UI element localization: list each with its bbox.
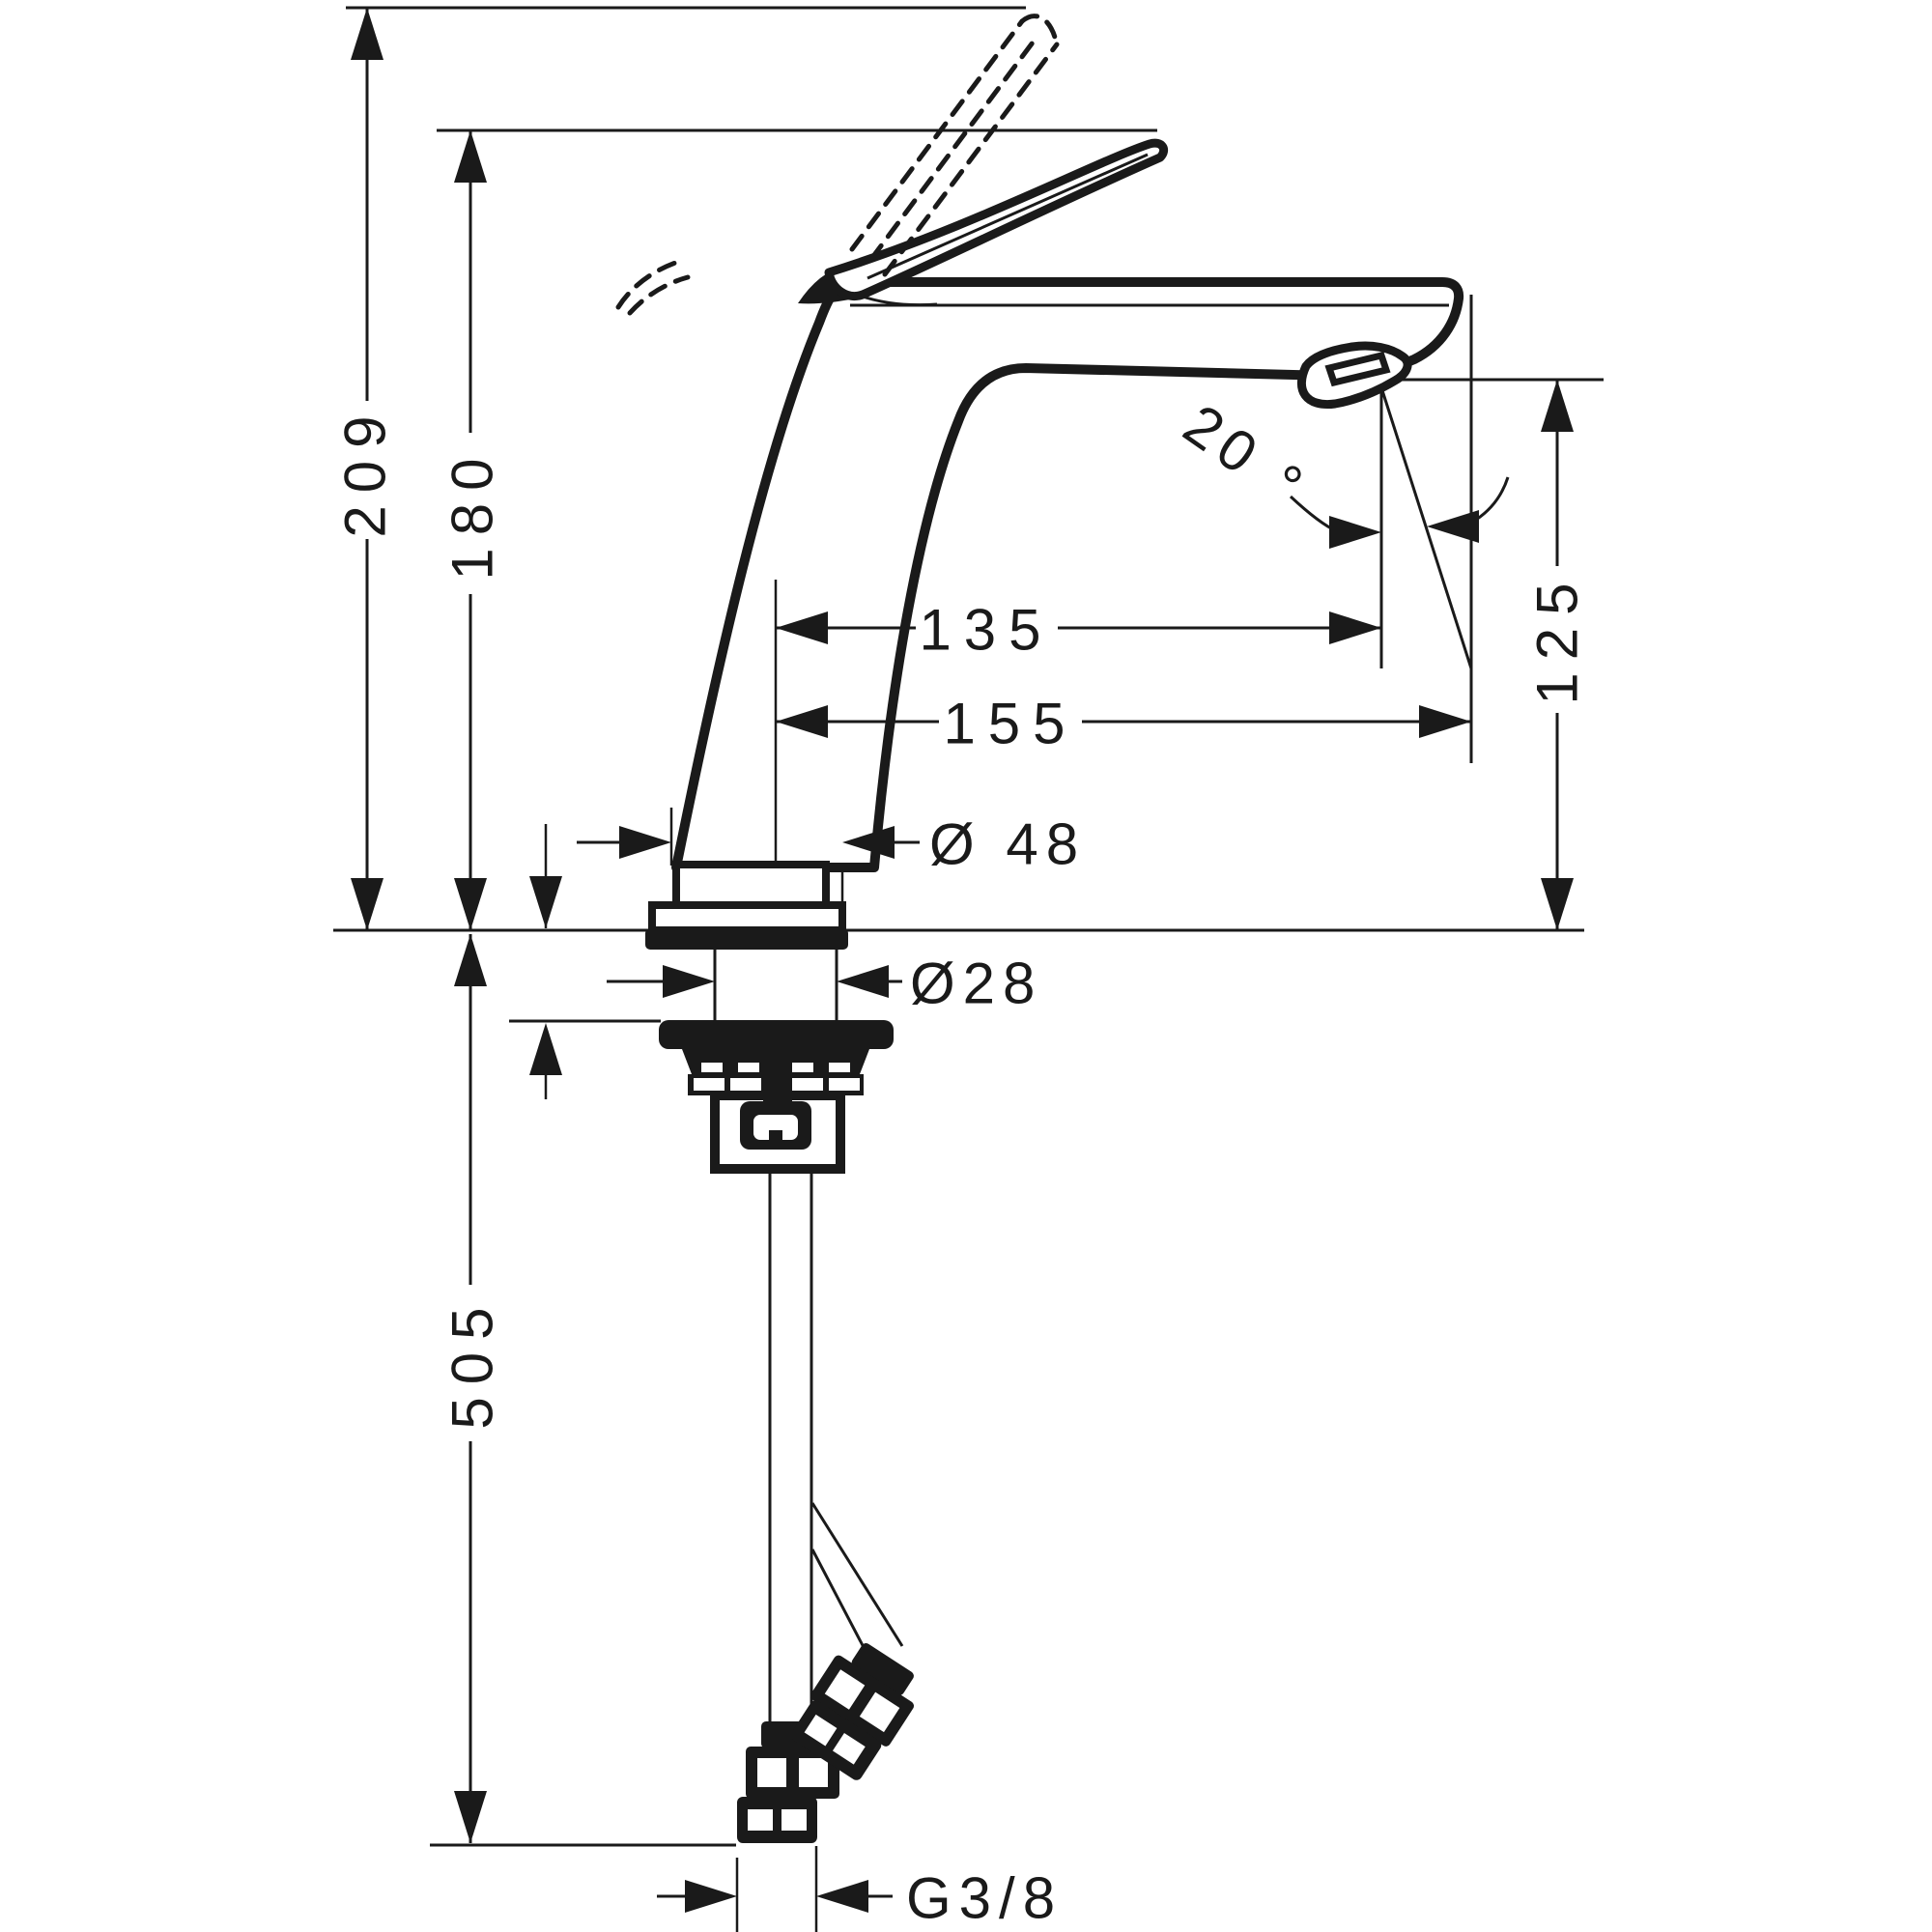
lock-washer	[682, 1049, 869, 1074]
connector-cap	[737, 1797, 817, 1843]
dimension-spout-height: 180	[440, 130, 505, 930]
arrowhead-up	[351, 8, 384, 60]
arrowhead-down	[529, 876, 562, 928]
mounting-nut	[659, 1020, 894, 1049]
arrowhead-down	[1541, 878, 1574, 930]
arrowhead-right	[1329, 611, 1381, 644]
arrowhead-left	[837, 965, 889, 998]
arrowhead-down	[351, 878, 384, 930]
connector-window	[824, 1669, 866, 1710]
dim-label-d48: Ø 48	[929, 812, 1086, 877]
arrowhead-left	[1427, 510, 1479, 543]
thread-mark	[792, 1078, 823, 1091]
dimension-hose-length: 505	[440, 934, 505, 1843]
clamp-window	[753, 1115, 798, 1140]
raised-handle-inner	[868, 36, 1038, 262]
thread-mark	[829, 1078, 860, 1091]
arrowhead-up	[1541, 380, 1574, 432]
faucet-handle	[798, 138, 1168, 307]
arrowhead-down	[454, 878, 487, 930]
base-collar	[672, 861, 830, 909]
dimension-base-diameter: Ø 48	[577, 812, 1086, 877]
base-seal-band	[645, 928, 848, 950]
dim-label-209: 209	[333, 403, 398, 537]
arrowhead-up	[529, 1023, 562, 1075]
raised-handle-rear	[627, 274, 691, 316]
thread-mark	[694, 1078, 724, 1091]
arrowhead-left	[842, 826, 895, 859]
washer-notch	[738, 1063, 759, 1072]
arrowhead-right	[685, 1880, 737, 1913]
dimension-outlet-height: 125	[1525, 380, 1590, 930]
mounting-base	[645, 861, 894, 1174]
angle-leader	[1475, 476, 1510, 522]
dimension-outlet-reach: 135	[776, 598, 1381, 663]
arrowhead-right	[663, 965, 715, 998]
dim-label-135: 135	[919, 598, 1053, 663]
escutcheon	[648, 901, 846, 934]
dimension-counter-thickness	[529, 876, 562, 1099]
arrowhead-up	[454, 130, 487, 183]
dim-label-155: 155	[943, 692, 1077, 756]
clamp-tab	[769, 1130, 782, 1150]
dim-label-180: 180	[440, 445, 505, 580]
hose-branch-edge	[810, 1502, 904, 1647]
reference-lines	[333, 6, 1604, 1932]
raised-handle-tip	[1019, 14, 1060, 47]
dimension-shank-diameter: Ø28	[607, 952, 1042, 1016]
connector-slot	[832, 1732, 866, 1765]
hose-connector-angled	[790, 1643, 915, 1780]
water-stream-angle-line	[1378, 384, 1473, 669]
supply-hoses	[737, 1169, 915, 1843]
arrowhead-left	[776, 705, 828, 738]
dimension-thread: G3/8	[657, 1866, 1063, 1931]
arrowhead-up	[454, 934, 487, 986]
connector-window	[799, 1758, 828, 1787]
connector-window	[859, 1691, 900, 1733]
arrowhead-right	[619, 826, 671, 859]
connector-slot	[748, 1809, 773, 1831]
dim-label-d28: Ø28	[910, 952, 1042, 1016]
washer-notch	[829, 1063, 850, 1072]
thread-mark	[730, 1078, 761, 1091]
dim-label-505: 505	[440, 1294, 505, 1429]
connector-window	[757, 1758, 786, 1787]
raised-handle-edge	[849, 18, 1025, 252]
aerator-slot-icon	[1324, 351, 1391, 387]
washer-notch	[792, 1063, 813, 1072]
connector-neck	[851, 1643, 914, 1695]
arrowhead-left	[776, 611, 828, 644]
connector-slot	[804, 1714, 838, 1747]
handle-raised-dashed	[615, 14, 1060, 316]
raised-handle-edge	[882, 42, 1060, 277]
dim-label-125: 125	[1525, 570, 1590, 704]
raised-handle-rear	[615, 259, 681, 310]
dim-label-g38: G3/8	[906, 1866, 1063, 1931]
handle-inner-line	[867, 153, 1149, 280]
handle-joint-curve	[859, 294, 938, 307]
arrowhead-right	[1329, 516, 1381, 549]
connector-slot	[781, 1809, 807, 1831]
arrowhead-left	[816, 1880, 868, 1913]
washer-notch	[701, 1063, 723, 1072]
dimension-overall-height: 209	[333, 8, 398, 930]
dimension-front-reach: 155	[776, 692, 1471, 756]
dimension-stream-angle: 20 °	[1173, 392, 1510, 549]
arrowhead-down	[454, 1791, 487, 1843]
arrowhead-right	[1419, 705, 1471, 738]
